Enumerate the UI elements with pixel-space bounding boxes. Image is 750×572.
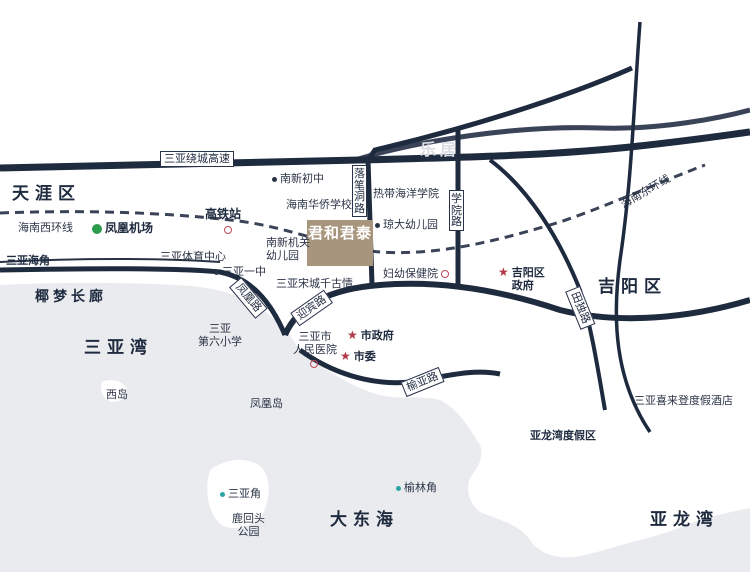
poi-songcheng[interactable]: 三亚宋城千古情 xyxy=(276,277,353,290)
poi-city-committee[interactable]: ★市委 xyxy=(340,349,376,363)
poi-dot-icon xyxy=(396,485,401,491)
poi-xilaideng[interactable]: 三亚喜来登度假酒店 xyxy=(634,394,733,407)
road-label-sanya-haijiao: 三亚海角 xyxy=(6,254,50,267)
road-label-xueyuan: 学院路 xyxy=(449,190,464,231)
peninsula xyxy=(300,350,750,558)
east-north-road xyxy=(614,21,652,433)
poi-city-gov[interactable]: ★市政府 xyxy=(347,328,394,342)
fenghuang-road-line xyxy=(0,266,288,336)
airport-icon xyxy=(92,223,102,234)
area-dadonghai: 大东海 xyxy=(330,510,399,530)
poi-luhuitou[interactable]: 鹿回头 公园 xyxy=(232,512,265,538)
poi-nanxin-middle[interactable]: 南新初中 xyxy=(272,173,324,184)
poi-nanxin-kindergarten[interactable]: 南新机关 幼儿园 xyxy=(266,236,310,262)
poi-dot-icon xyxy=(220,491,225,497)
area-sanya-bay: 三亚湾 xyxy=(84,338,153,358)
poi-qiongda-kindergarten[interactable]: 琼大幼儿园 xyxy=(375,219,438,230)
poi-sixth-primary[interactable]: 三亚 第六小学 xyxy=(198,322,242,348)
west-coast-road xyxy=(0,258,221,263)
poi-sanya-no1[interactable]: 三亚一中 xyxy=(214,266,266,277)
poi-dot-icon xyxy=(272,176,277,182)
road-label-luobi: 落笔洞路 xyxy=(352,165,367,218)
xidao-island xyxy=(101,380,127,402)
east-island xyxy=(704,452,731,473)
area-yalong-bay: 亚龙湾 xyxy=(650,510,719,530)
poi-xidao[interactable]: 西岛 xyxy=(106,388,128,401)
poi-jiyang-gov[interactable]: ★吉阳区 政府 xyxy=(498,265,545,292)
area-tianya: 天涯区 xyxy=(12,184,81,204)
poi-sports-center[interactable]: 三亚体育中心 xyxy=(160,250,226,263)
railway xyxy=(0,163,706,255)
poi-fenghuang-island[interactable]: 凤凰岛 xyxy=(250,397,283,410)
gaotie-marker-icon xyxy=(224,224,235,235)
people-hospital-icon xyxy=(310,358,321,369)
star-icon: ★ xyxy=(347,328,358,342)
poi-gaotie[interactable]: 高铁站 xyxy=(205,207,242,221)
area-jiyang: 吉阳区 xyxy=(598,277,667,297)
poi-huaqiao-school[interactable]: 海南华侨学校 xyxy=(286,198,352,211)
poi-dot-icon xyxy=(375,222,380,228)
star-icon: ★ xyxy=(340,349,351,363)
luhuitou-hill xyxy=(207,459,269,529)
poi-sanyajiao[interactable]: 三亚角 xyxy=(220,488,261,499)
poi-yalong-resort[interactable]: 亚龙湾度假区 xyxy=(530,429,596,442)
project-marker[interactable]: 君和君泰 xyxy=(307,220,373,266)
road-label-hainan-west-ring: 海南西环线 xyxy=(18,221,73,234)
dadonghai-coast xyxy=(387,415,421,476)
road-label-ring-expressway: 三亚绕城高速 xyxy=(160,151,234,167)
poi-dot-icon xyxy=(214,269,219,275)
luobi-road-line xyxy=(365,65,634,286)
hospital-icon xyxy=(441,270,449,278)
star-icon: ★ xyxy=(498,265,509,279)
poi-people-hospital[interactable]: 三亚市 人民医院 xyxy=(293,330,337,356)
east-highway xyxy=(354,107,750,163)
poi-maternal-hospital[interactable]: 妇幼保健院 xyxy=(383,268,452,279)
yingbin-road-line xyxy=(282,280,750,337)
poi-airport[interactable]: 凤凰机场 xyxy=(92,222,153,234)
ring-expressway xyxy=(0,128,750,172)
poi-tropical-marine[interactable]: 热带海洋学院 xyxy=(373,187,439,200)
area-yelang: 椰梦长廊 xyxy=(35,289,107,305)
poi-yulinjiao[interactable]: 榆林角 xyxy=(396,482,437,493)
watermark: 乐居 xyxy=(420,140,461,159)
